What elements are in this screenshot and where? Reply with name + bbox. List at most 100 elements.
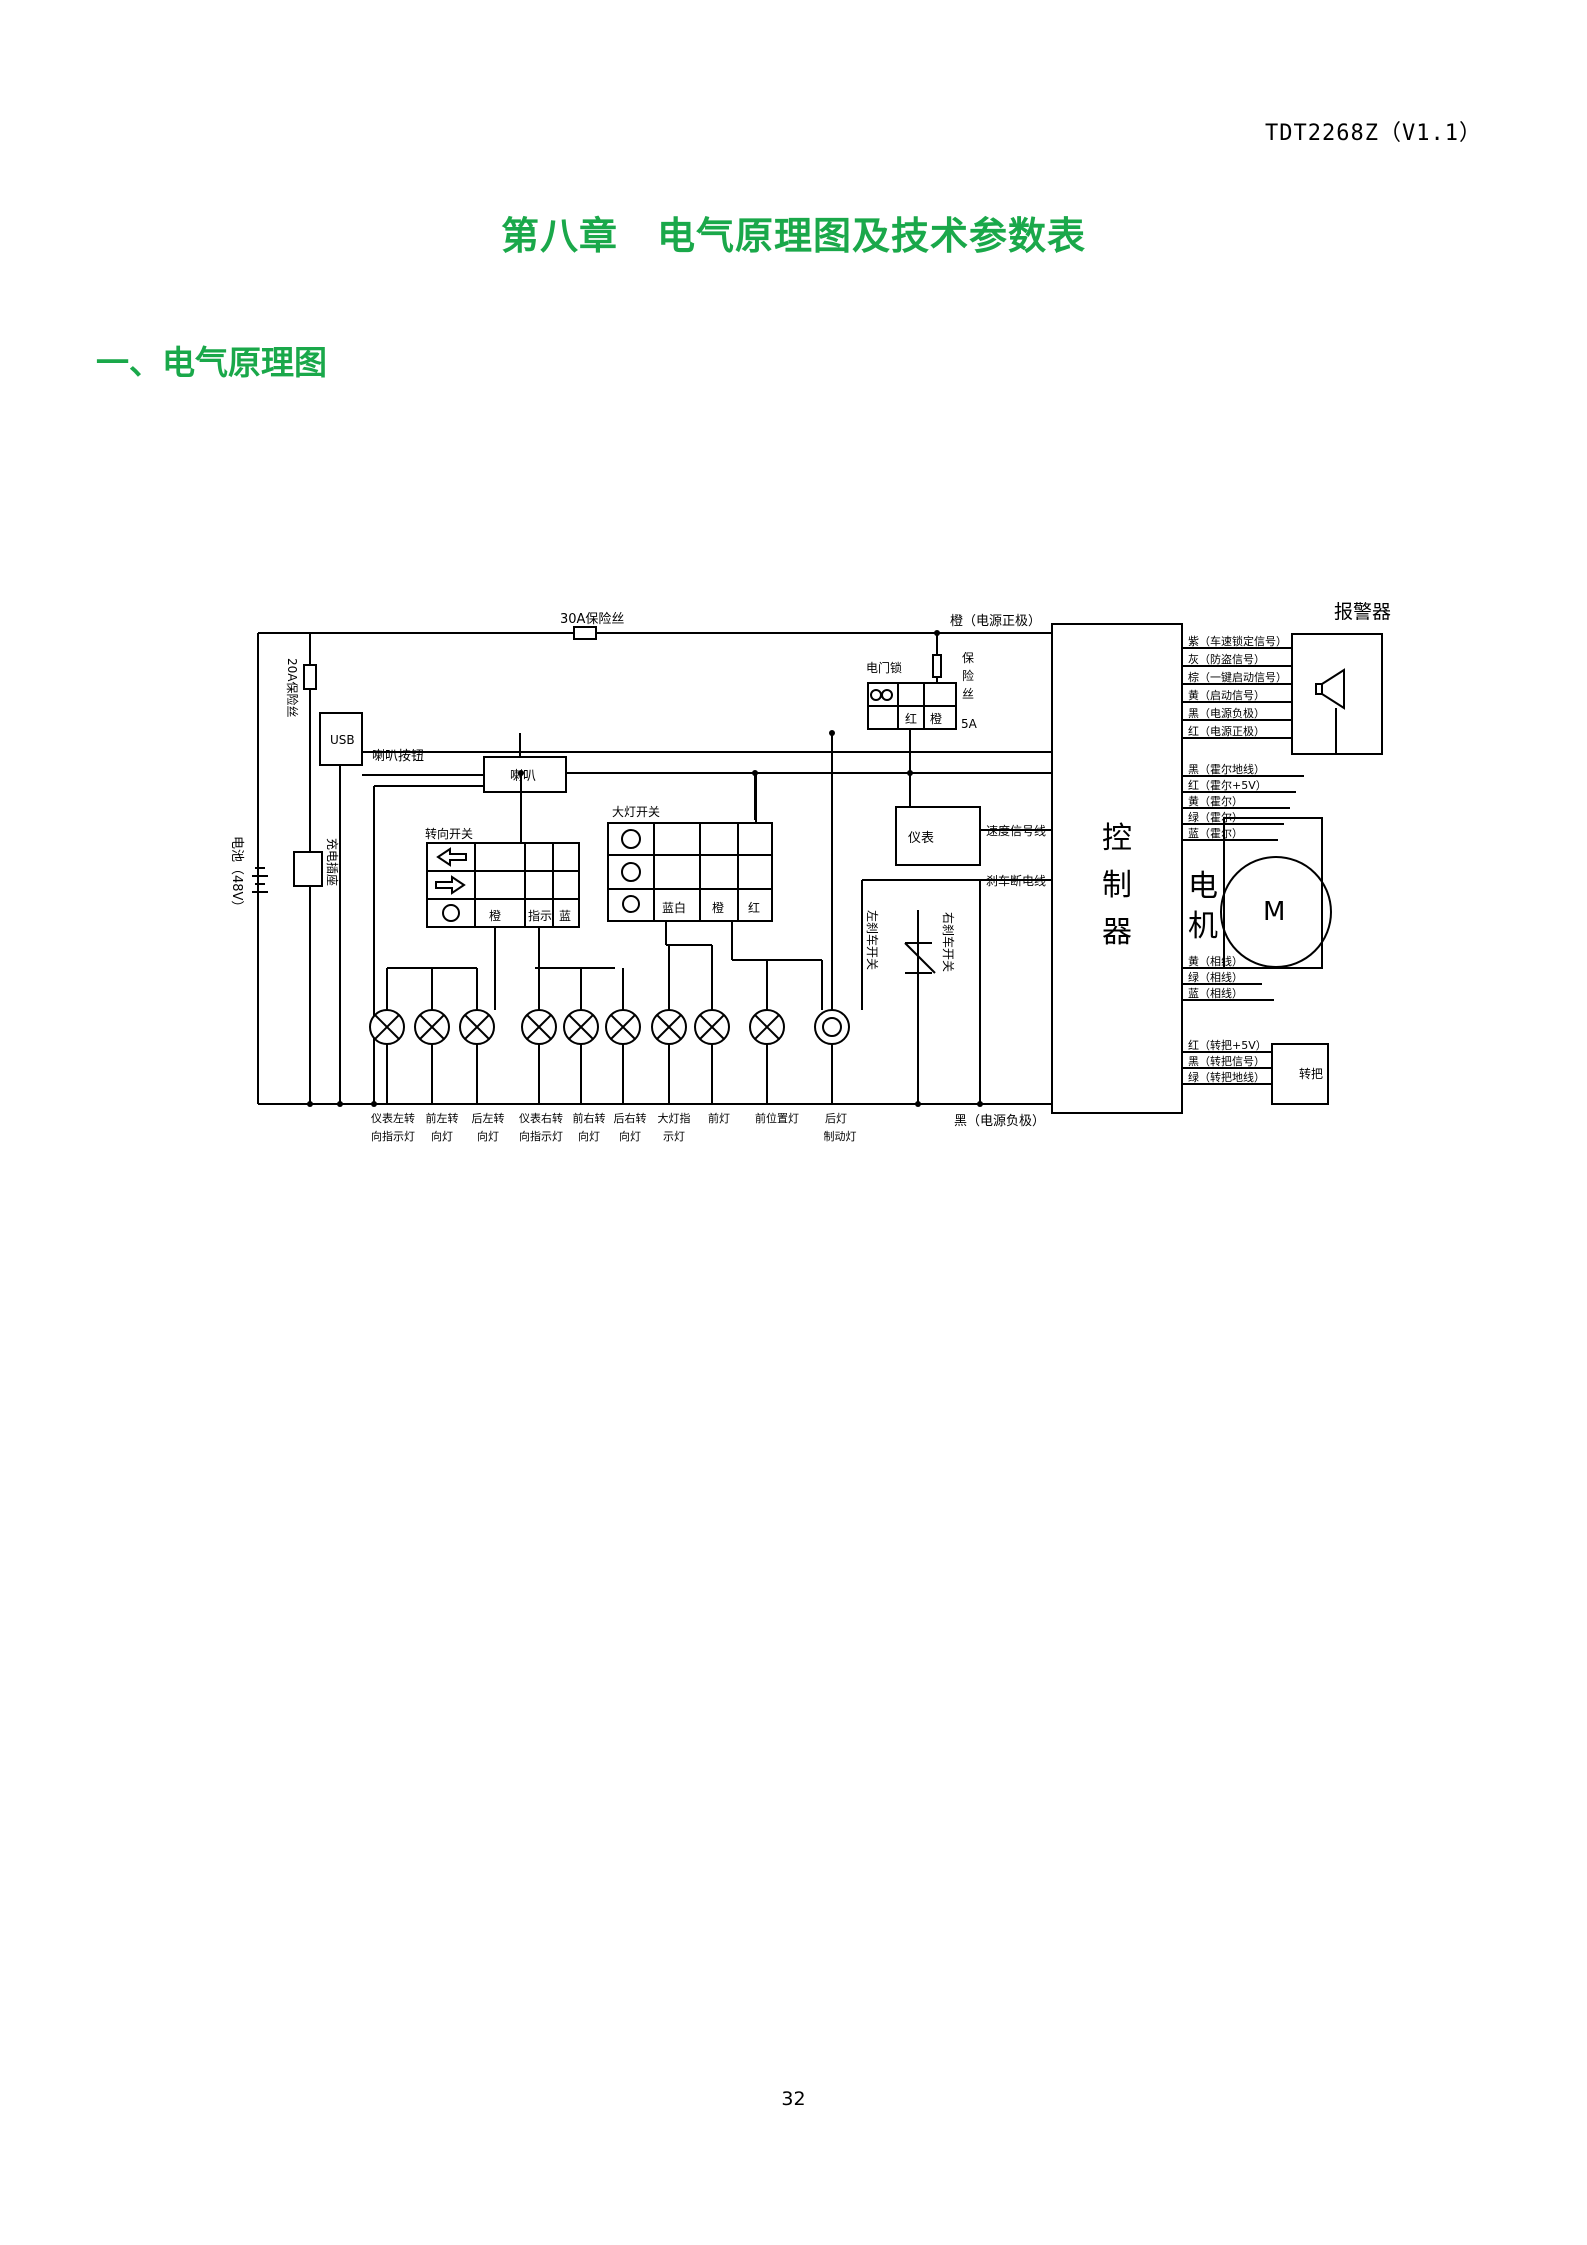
turn-wire-3: 蓝 xyxy=(559,909,571,923)
motor-wire-3: 黄（霍尔） xyxy=(1188,794,1243,808)
horn-button-label: 喇叭按钮 xyxy=(372,749,424,764)
lamp-7 xyxy=(651,1009,687,1045)
motor-symbol xyxy=(1220,856,1332,968)
fuse-5a-char-1: 保 xyxy=(962,651,974,665)
lamp-1 xyxy=(369,1009,405,1045)
motor-wire-4: 绿（霍尔） xyxy=(1188,810,1243,824)
alarm-wire-5: 黑（电源负极） xyxy=(1188,706,1265,720)
horn-label: 喇叭 xyxy=(510,769,536,784)
lamp-1-label-a: 仪表左转 xyxy=(371,1111,415,1125)
alarm-wire-2: 灰（防盗信号） xyxy=(1188,652,1265,666)
controller-char-1: 控 xyxy=(1102,821,1132,856)
alarm-wire-3: 棕（一键启动信号） xyxy=(1188,670,1287,684)
fuse-30a-label: 30A保险丝 xyxy=(560,612,624,627)
right-arrow-icon xyxy=(435,875,466,895)
turn-wire-1: 橙 xyxy=(489,908,501,923)
left-brake-switch-label: 左刹车开关 xyxy=(865,910,880,970)
lamp-6-label-a: 后右转 xyxy=(614,1111,647,1125)
throttle-wire-3: 绿（转把地线） xyxy=(1188,1070,1265,1084)
light-wire-1: 蓝白 xyxy=(662,900,686,915)
meter-label: 仪表 xyxy=(908,831,934,846)
lamp-6 xyxy=(605,1009,641,1045)
motor-char-1: 电 xyxy=(1188,869,1218,904)
battery-label: 电池（48V） xyxy=(229,836,244,913)
lamp-2-label-a: 前左转 xyxy=(426,1111,459,1125)
lamp-2 xyxy=(414,1009,450,1045)
charge-port-symbol xyxy=(293,851,323,887)
meter-box xyxy=(895,806,981,866)
motor-char-2: 机 xyxy=(1188,909,1218,944)
lamp-7-label-b: 示灯 xyxy=(663,1130,685,1143)
brake-signal-label: 刹车断电线 xyxy=(986,873,1046,888)
controller-char-2: 制 xyxy=(1102,868,1132,903)
light-switch-label: 大灯开关 xyxy=(612,805,660,819)
low-beam-icon xyxy=(621,862,641,882)
turn-switch-box xyxy=(426,842,580,928)
turn-wire-2: 指示 xyxy=(528,908,552,923)
lamp-3-label-b: 向灯 xyxy=(477,1129,499,1143)
light-switch-box xyxy=(607,822,773,922)
chapter-title: 第八章 电气原理图及技术参数表 xyxy=(500,214,1086,258)
lamp-3-label-a: 后左转 xyxy=(472,1111,505,1125)
lamp-7-label-a: 大灯指 xyxy=(658,1111,691,1125)
alarm-wire-4: 黄（启动信号） xyxy=(1188,688,1265,702)
controller-char-3: 器 xyxy=(1102,915,1132,950)
document-id: TDT2268Z（V1.1） xyxy=(1265,121,1482,146)
lamp-5 xyxy=(563,1009,599,1045)
lamp-10-label-a: 后灯 xyxy=(825,1112,847,1125)
lamp-6-label-b: 向灯 xyxy=(619,1129,641,1143)
lock-wire-orange: 橙 xyxy=(930,711,942,726)
lamp-2-label-b: 向灯 xyxy=(431,1129,453,1143)
usb-label: USB xyxy=(330,733,355,747)
motor-wire-5: 蓝（霍尔） xyxy=(1188,827,1243,840)
fuse-5a-char-2: 险 xyxy=(962,668,974,683)
motor-wire-8: 蓝（相线） xyxy=(1188,986,1243,1000)
lamp-5-label-b: 向灯 xyxy=(578,1129,600,1143)
left-arrow-icon xyxy=(436,847,467,867)
motor-wire-7: 绿（相线） xyxy=(1188,970,1243,984)
power-positive-label: 橙（电源正极） xyxy=(950,614,1041,629)
turn-switch-label: 转向开关 xyxy=(425,826,473,841)
lock-wire-red: 红 xyxy=(905,711,917,726)
lamp-10-label-b: 制动灯 xyxy=(824,1130,857,1143)
usb-box xyxy=(319,712,363,766)
lamp-10-brake xyxy=(814,1009,850,1045)
section-title: 一、电气原理图 xyxy=(96,343,327,382)
light-wire-3: 红 xyxy=(748,900,760,915)
lamp-4-label-b: 向指示灯 xyxy=(519,1129,563,1143)
speed-signal-label: 速度信号线 xyxy=(986,823,1046,838)
headlight-icon xyxy=(621,829,641,849)
light-wire-2: 橙 xyxy=(712,900,724,915)
fuse-30a-symbol xyxy=(573,626,597,640)
charge-port-label: 充电插座 xyxy=(325,838,340,886)
alarm-wire-1: 紫（车速锁定信号） xyxy=(1188,634,1287,648)
throttle-box xyxy=(1271,1043,1329,1105)
lamp-4 xyxy=(521,1009,557,1045)
lamp-8-label-a: 前灯 xyxy=(708,1111,730,1125)
lamp-9-label-a: 前位置灯 xyxy=(755,1111,799,1125)
fuse-5a-char-4: 5A xyxy=(961,717,978,731)
fuse-20a-symbol xyxy=(303,664,317,690)
motor-wire-2: 红（霍尔+5V） xyxy=(1188,779,1267,792)
alarm-label: 报警器 xyxy=(1334,601,1391,623)
alarm-wire-6: 红（电源正极） xyxy=(1188,724,1265,738)
lamp-8 xyxy=(694,1009,730,1045)
fuse-20a-label: 20A保险丝 xyxy=(285,658,300,717)
controller-box xyxy=(1051,623,1183,1114)
motor-box xyxy=(1223,817,1323,969)
throttle-wire-1: 红（转把+5V） xyxy=(1188,1038,1267,1052)
fuse-5a-char-3: 丝 xyxy=(962,687,974,701)
lamp-3 xyxy=(459,1009,495,1045)
lamp-4-label-a: 仪表右转 xyxy=(519,1111,563,1125)
lamp-1-label-b: 向指示灯 xyxy=(371,1129,415,1143)
lamp-5-label-a: 前右转 xyxy=(573,1111,606,1125)
lamp-9 xyxy=(749,1009,785,1045)
power-negative-label: 黑（电源负极） xyxy=(954,1114,1045,1129)
motor-symbol-label: M xyxy=(1263,897,1285,927)
page-number: 32 xyxy=(781,2088,806,2110)
motor-wire-6: 黄（相线） xyxy=(1188,954,1243,968)
motor-wire-1: 黑（霍尔地线） xyxy=(1188,762,1265,776)
throttle-label: 转把 xyxy=(1299,1066,1323,1081)
right-brake-switch-label: 右刹车开关 xyxy=(941,912,956,972)
